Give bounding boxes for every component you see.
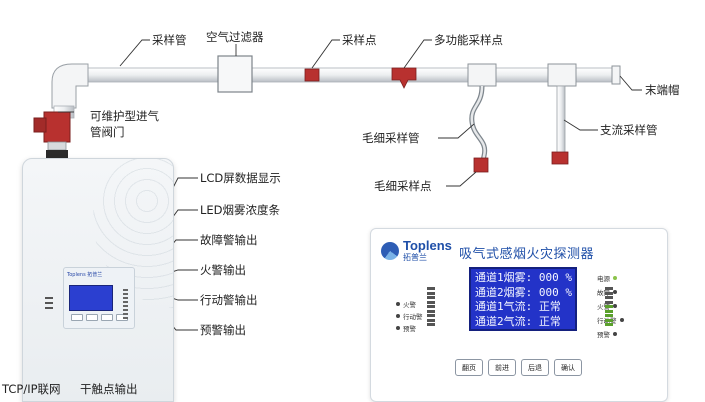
label-lcd-display: LCD屏数据显示	[200, 171, 281, 185]
valve-knob	[33, 117, 47, 133]
callout-end-cap	[619, 75, 642, 91]
callout-sampling-pipe	[119, 39, 150, 67]
page-button[interactable]: 翻页	[455, 359, 483, 376]
indicator-dot-icon	[396, 302, 400, 306]
detector-brand: Toplens 拓普兰	[67, 272, 103, 278]
lcd-line: 通道2烟雾: 000 %	[475, 285, 572, 299]
indicator-dot-icon	[619, 318, 624, 322]
label-fire-output: 火警输出	[200, 263, 246, 277]
label-branch-pipe: 支流采样管	[600, 123, 658, 137]
label-action-output: 行动警输出	[200, 293, 258, 307]
tee-fitting-2	[547, 63, 577, 87]
right-led-bar	[605, 287, 613, 328]
inset-buttons: 翻页 前进 后退 确认	[455, 359, 582, 376]
inset-brand-name: Toplens	[403, 238, 452, 253]
lcd-line: 通道2气流: 正常	[475, 314, 561, 328]
label-valve: 可维护型进气管阀门	[90, 109, 159, 139]
detector-unit: Toplens 拓普兰	[22, 158, 174, 402]
callout-sampling-point	[311, 39, 340, 69]
label-sampling-point: 采样点	[342, 33, 377, 47]
sampling-point	[304, 68, 320, 82]
callout-capillary-pipe	[438, 123, 475, 139]
valve-body	[43, 111, 71, 143]
end-cap	[611, 65, 621, 85]
indicator-dot-icon	[613, 332, 617, 336]
lcd-line: 通道1气流: 正常	[475, 300, 561, 313]
power-led-icon	[613, 276, 617, 280]
indicator-dot-icon	[613, 304, 617, 308]
label-fault-output: 故障警输出	[200, 233, 258, 247]
detector-leds	[45, 297, 53, 312]
detector-lcd	[69, 285, 113, 311]
forward-button[interactable]: 前进	[488, 359, 516, 376]
confirm-button[interactable]: 确认	[554, 359, 582, 376]
capillary-point	[473, 157, 489, 173]
callout-branch-pipe	[563, 119, 598, 131]
valve-neck	[47, 141, 67, 151]
right-indicator: 电源	[597, 273, 620, 283]
tee-fitting-1	[467, 63, 497, 87]
back-button[interactable]: 后退	[521, 359, 549, 376]
left-indicator: 预警	[393, 323, 416, 333]
left-indicator: 火警	[393, 299, 416, 309]
indicator-dot-icon	[396, 314, 400, 318]
valve-base	[46, 150, 68, 160]
inset-product-title: 吸气式感烟火灾探测器	[459, 247, 595, 262]
main-pipe	[69, 67, 616, 83]
callout-capillary-point	[446, 171, 477, 187]
label-dry-contact: 干触点输出	[80, 382, 138, 396]
left-led-bar	[427, 287, 435, 328]
toplens-logo-icon	[381, 242, 399, 260]
branch-pipe	[556, 85, 566, 159]
branch-point	[551, 151, 569, 165]
air-filter	[217, 55, 253, 93]
label-capillary-pipe: 毛细采样管	[362, 131, 420, 145]
label-sampling-pipe: 采样管	[152, 33, 187, 47]
right-indicator: 火警	[597, 301, 620, 311]
label-end-cap: 末端帽	[645, 83, 680, 97]
multi-sampling-point	[391, 67, 417, 89]
label-tcp-ip: TCP/IP联网	[2, 382, 61, 396]
left-indicator: 行动警	[393, 311, 423, 321]
control-panel-inset: Toplens 拓普兰 吸气式感烟火灾探测器 通道1烟雾: 000 % 通道2烟…	[370, 228, 668, 402]
right-indicator: 故障	[597, 287, 620, 297]
capillary-tube-highlight	[470, 85, 486, 167]
detector-keys	[71, 314, 128, 321]
label-air-filter: 空气过滤器	[206, 30, 264, 44]
label-pre-alarm-output: 预警输出	[200, 323, 246, 337]
detector-led-bar	[123, 289, 128, 319]
inset-lcd-screen: 通道1烟雾: 000 % 通道2烟雾: 000 % 通道1气流: 正常 通道2气…	[469, 267, 577, 331]
label-led-bar: LED烟雾浓度条	[200, 203, 281, 217]
lcd-line: 通道1烟雾: 000 %	[475, 271, 572, 284]
callout-multi-point	[403, 39, 432, 69]
inset-brand-sub: 拓普兰	[403, 253, 427, 262]
indicator-dot-icon	[613, 290, 617, 294]
inset-brand: Toplens 拓普兰	[381, 239, 452, 263]
label-multi-sampling-point: 多功能采样点	[434, 33, 503, 47]
elbow-fitting	[51, 63, 89, 109]
indicator-dot-icon	[396, 326, 400, 330]
right-indicator: 预警	[597, 329, 620, 339]
label-capillary-point: 毛细采样点	[374, 179, 432, 193]
